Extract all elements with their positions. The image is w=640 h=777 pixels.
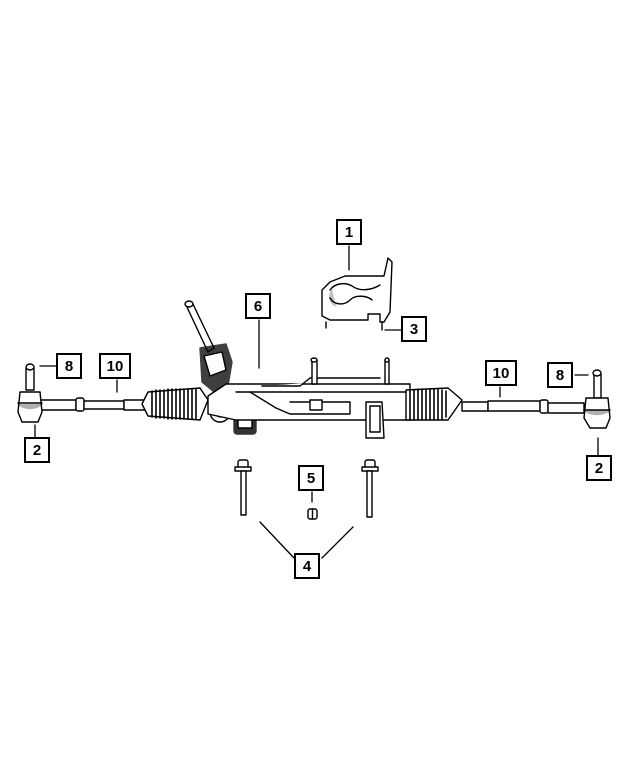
mounting-bolt-right xyxy=(361,459,379,518)
callout-label: 2 xyxy=(594,459,604,477)
callout-2-left[interactable]: 2 xyxy=(24,437,50,463)
heat-shield xyxy=(321,257,393,331)
callout-1[interactable]: 1 xyxy=(336,219,362,245)
callout-4[interactable]: 4 xyxy=(294,553,320,579)
callout-label: 10 xyxy=(106,357,124,375)
callout-label: 8 xyxy=(64,357,74,375)
callout-label: 6 xyxy=(253,297,263,315)
callout-label: 2 xyxy=(32,441,42,459)
tie-rod-end-left xyxy=(17,363,43,423)
callout-10-left[interactable]: 10 xyxy=(99,353,131,379)
rack-housing xyxy=(207,357,411,439)
callout-label: 10 xyxy=(492,364,510,382)
callout-label: 4 xyxy=(302,557,312,575)
nut xyxy=(307,508,318,520)
callout-8-right[interactable]: 8 xyxy=(547,362,573,388)
callout-5[interactable]: 5 xyxy=(298,465,324,491)
callout-3[interactable]: 3 xyxy=(401,316,427,342)
boot-right xyxy=(405,387,463,421)
callout-10-right[interactable]: 10 xyxy=(485,360,517,386)
leader-lines xyxy=(34,245,599,559)
callout-label: 8 xyxy=(555,366,565,384)
callout-8-left[interactable]: 8 xyxy=(56,353,82,379)
callout-label: 5 xyxy=(306,469,316,487)
boot-left xyxy=(141,387,209,421)
callout-6[interactable]: 6 xyxy=(245,293,271,319)
callout-label: 3 xyxy=(409,320,419,338)
tie-rod-left xyxy=(35,397,151,412)
tie-rod-right xyxy=(461,399,585,414)
callout-2-right[interactable]: 2 xyxy=(586,455,612,481)
mounting-bolt-left xyxy=(234,459,252,516)
tie-rod-end-right xyxy=(583,369,611,429)
callout-label: 1 xyxy=(344,223,354,241)
